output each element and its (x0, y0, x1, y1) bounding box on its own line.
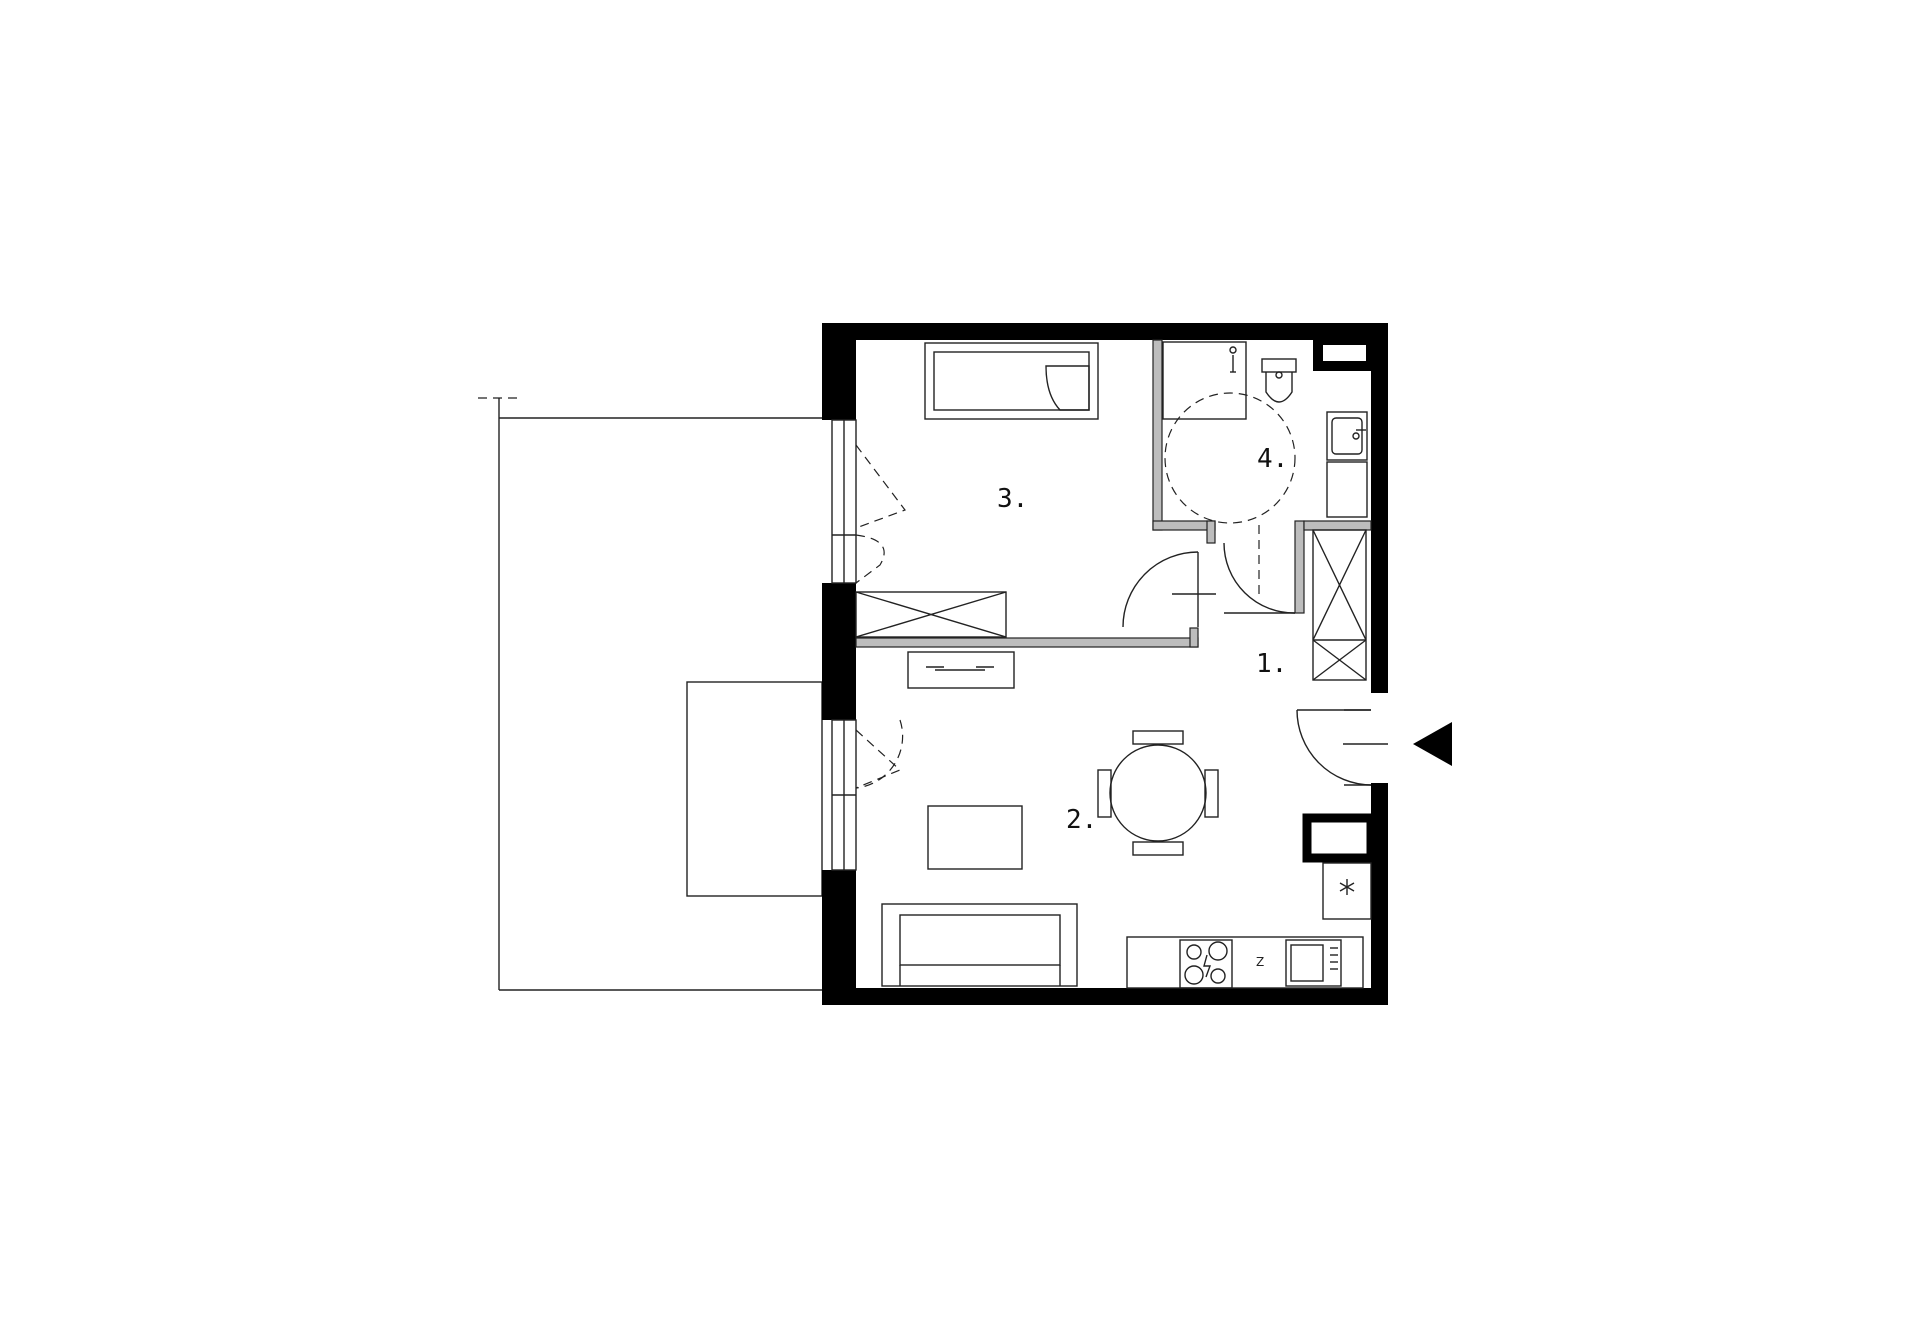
freezer-unit (1322, 862, 1372, 920)
bathroom-sink (1326, 411, 1368, 461)
window-bedroom (831, 419, 906, 584)
washing-machine (1326, 461, 1368, 518)
dining-table (1097, 730, 1219, 856)
door-bathroom (1223, 542, 1296, 614)
door-bedroom (1122, 551, 1216, 628)
bathroom-turning-circle (1164, 392, 1296, 524)
desk (907, 651, 1015, 689)
kitchen-counter (1126, 936, 1364, 989)
partitions (855, 339, 1372, 648)
bed (924, 342, 1099, 420)
room-label-3: 3. (997, 484, 1028, 514)
sofa (881, 903, 1078, 987)
exterior-walls (822, 323, 1388, 1005)
induction-hob-icon (1179, 939, 1233, 989)
shower (1162, 341, 1247, 420)
fridge-label: Z (1256, 955, 1264, 969)
sink-icon (1285, 939, 1342, 987)
balcony-planter (686, 681, 823, 897)
window-living (831, 719, 904, 871)
wardrobe-hall (1312, 529, 1367, 681)
terrace (478, 397, 822, 991)
toilet-icon (1261, 358, 1297, 403)
door-entrance (1296, 709, 1388, 786)
coffee-table (927, 805, 1023, 870)
room-label-1: 1. (1256, 649, 1287, 679)
entrance-arrow-icon (1413, 722, 1452, 766)
room-label-4: 4. (1257, 444, 1288, 474)
snowflake-icon (1339, 879, 1355, 895)
room-label-2: 2. (1066, 805, 1097, 835)
wardrobe-bedroom (855, 591, 1007, 638)
